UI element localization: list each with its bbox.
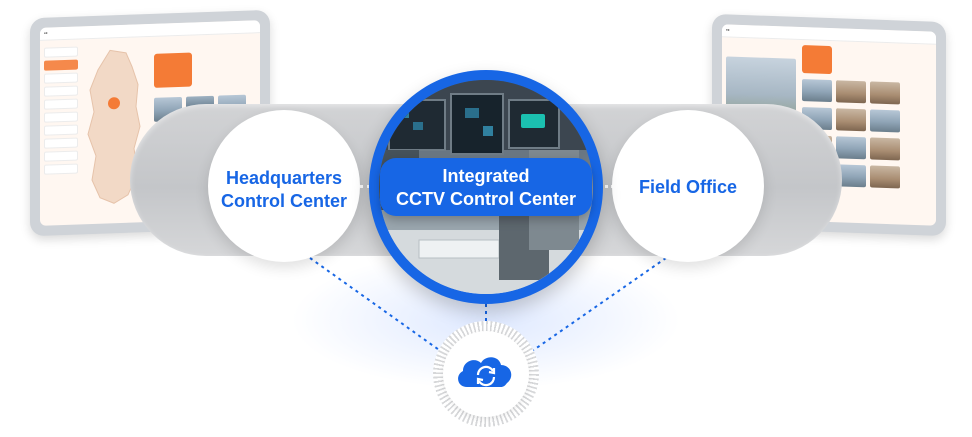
integrated-center-label: Integrated CCTV Control Center xyxy=(380,158,592,216)
band-dash-right xyxy=(592,185,614,191)
integrated-label-line2: CCTV Control Center xyxy=(396,189,576,209)
field-to-cloud-line xyxy=(501,257,667,373)
headquarters-label-line2: Control Center xyxy=(221,191,347,211)
cloud-sync-icon xyxy=(458,357,512,387)
integrated-label-line1: Integrated xyxy=(442,166,530,186)
field-office-label: Field Office xyxy=(638,177,737,197)
field-office-node: Field Office xyxy=(612,110,764,262)
headquarters-monitor: ▪▪ xyxy=(30,9,270,237)
headquarters-screen: ▪▪ xyxy=(40,20,260,226)
korea-map xyxy=(87,49,141,204)
headquarters-label-line1: Headquarters xyxy=(225,168,343,188)
cloud-hub xyxy=(443,331,529,417)
headquarters-node: Headquarters Control Center xyxy=(208,110,360,262)
